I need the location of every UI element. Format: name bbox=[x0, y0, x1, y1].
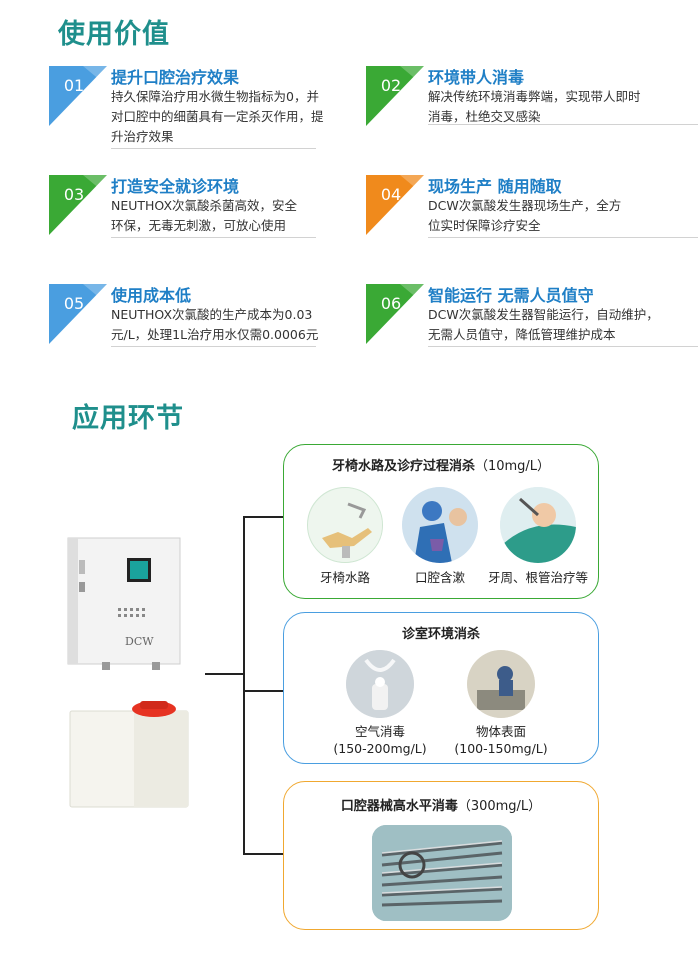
section-title-application: 应用环节 bbox=[72, 403, 184, 434]
value-title: 智能运行 无需人员值守 bbox=[428, 286, 594, 305]
connector-box3 bbox=[243, 853, 283, 855]
value-badge-icon bbox=[366, 175, 424, 235]
box2-caption-1: 空气消毒(150-200mg/L) bbox=[333, 724, 427, 756]
box2-caption-2: 物体表面(100-150mg/L) bbox=[454, 724, 548, 756]
connector-main bbox=[205, 673, 243, 675]
value-title: 提升口腔治疗效果 bbox=[111, 68, 240, 87]
value-item-2: 02 环境带人消毒解决传统环境消毒弊端，实现带人即时消毒，杜绝交叉感染 bbox=[366, 64, 698, 144]
connector-box2 bbox=[243, 690, 283, 692]
dental-chair-photo bbox=[307, 487, 383, 563]
value-desc: 持久保障治疗用水微生物指标为0，并对口腔中的细菌具有一定杀灭作用，提升治疗效果 bbox=[111, 89, 324, 144]
connector-box1 bbox=[243, 516, 283, 518]
value-divider bbox=[428, 346, 698, 347]
box3-title: 口腔器械高水平消毒（300mg/L） bbox=[340, 799, 542, 814]
solution-tank-image bbox=[69, 701, 189, 808]
value-number: 06 bbox=[380, 294, 402, 313]
device-brand-logo: DCW bbox=[125, 635, 154, 648]
value-item-1: 01 提升口腔治疗效果持久保障治疗用水微生物指标为0，并对口腔中的细菌具有一定杀灭… bbox=[49, 64, 349, 149]
value-title: 使用成本低 bbox=[111, 286, 192, 305]
surface-disinfection-photo bbox=[467, 650, 535, 718]
value-item-3: 03 打造安全就诊环境 NEUTHOX次氯酸杀菌高效，安全环保，无毒无刺激，可放心使… bbox=[49, 173, 349, 253]
box1-caption-1: 牙椅水路 bbox=[319, 570, 370, 585]
value-divider bbox=[428, 124, 698, 125]
value-title: 打造安全就诊环境 bbox=[111, 177, 240, 196]
value-title: 环境带人消毒 bbox=[428, 68, 525, 87]
value-badge-icon bbox=[49, 66, 107, 126]
app-box-instrument-disinfection: 口腔器械高水平消毒（300mg/L） bbox=[283, 781, 599, 930]
value-desc: NEUTHOX次氯酸杀菌高效，安全环保，无毒无刺激，可放心使用 bbox=[111, 198, 298, 233]
value-desc: DCW次氯酸发生器现场生产，全方位实时保障诊疗安全 bbox=[428, 198, 622, 233]
box1-title: 牙椅水路及诊疗过程消杀（10mg/L） bbox=[331, 459, 551, 474]
value-item-6: 06 智能运行 无需人员值守 DCW次氯酸发生器智能运行，自动维护，无需人员值守，降… bbox=[366, 282, 698, 362]
value-number: 04 bbox=[380, 185, 402, 204]
value-number: 03 bbox=[63, 185, 85, 204]
box1-caption-2: 口腔含漱 bbox=[414, 570, 465, 585]
value-divider bbox=[111, 237, 316, 238]
value-divider bbox=[111, 148, 316, 149]
section-title-value: 使用价值 bbox=[58, 19, 170, 50]
value-badge-icon bbox=[49, 284, 107, 344]
value-badge-icon bbox=[49, 175, 107, 235]
generator-device-image bbox=[67, 537, 181, 670]
value-number: 05 bbox=[63, 294, 85, 313]
air-disinfection-photo bbox=[346, 650, 414, 718]
dental-instruments-photo bbox=[372, 825, 512, 921]
app-box-chair-waterline: 牙椅水路及诊疗过程消杀（10mg/L） 牙椅水路 口腔含漱 牙周、根管治疗等 bbox=[283, 444, 599, 599]
oral-rinse-photo bbox=[402, 487, 478, 563]
value-desc: DCW次氯酸发生器智能运行，自动维护，无需人员值守，降低管理维护成本 bbox=[428, 307, 659, 342]
box2-title: 诊室环境消杀 bbox=[401, 627, 480, 642]
periodontal-treatment-photo bbox=[500, 487, 576, 563]
app-box-room-disinfection: 诊室环境消杀 空气消毒(150-200mg/L) 物体表面(100-150mg/… bbox=[283, 612, 599, 764]
value-number: 01 bbox=[63, 76, 85, 95]
connector-trunk bbox=[243, 516, 245, 853]
value-divider bbox=[428, 237, 698, 238]
value-number: 02 bbox=[380, 76, 402, 95]
value-badge-icon bbox=[366, 66, 424, 126]
value-title: 现场生产 随用随取 bbox=[428, 177, 562, 196]
value-desc: 解决传统环境消毒弊端，实现带人即时消毒，杜绝交叉感染 bbox=[428, 89, 641, 124]
value-divider bbox=[111, 346, 316, 347]
value-item-4: 04 现场生产 随用随取 DCW次氯酸发生器现场生产，全方位实时保障诊疗安全 bbox=[366, 173, 698, 253]
value-badge-icon bbox=[366, 284, 424, 344]
box1-caption-3: 牙周、根管治疗等 bbox=[487, 570, 588, 585]
